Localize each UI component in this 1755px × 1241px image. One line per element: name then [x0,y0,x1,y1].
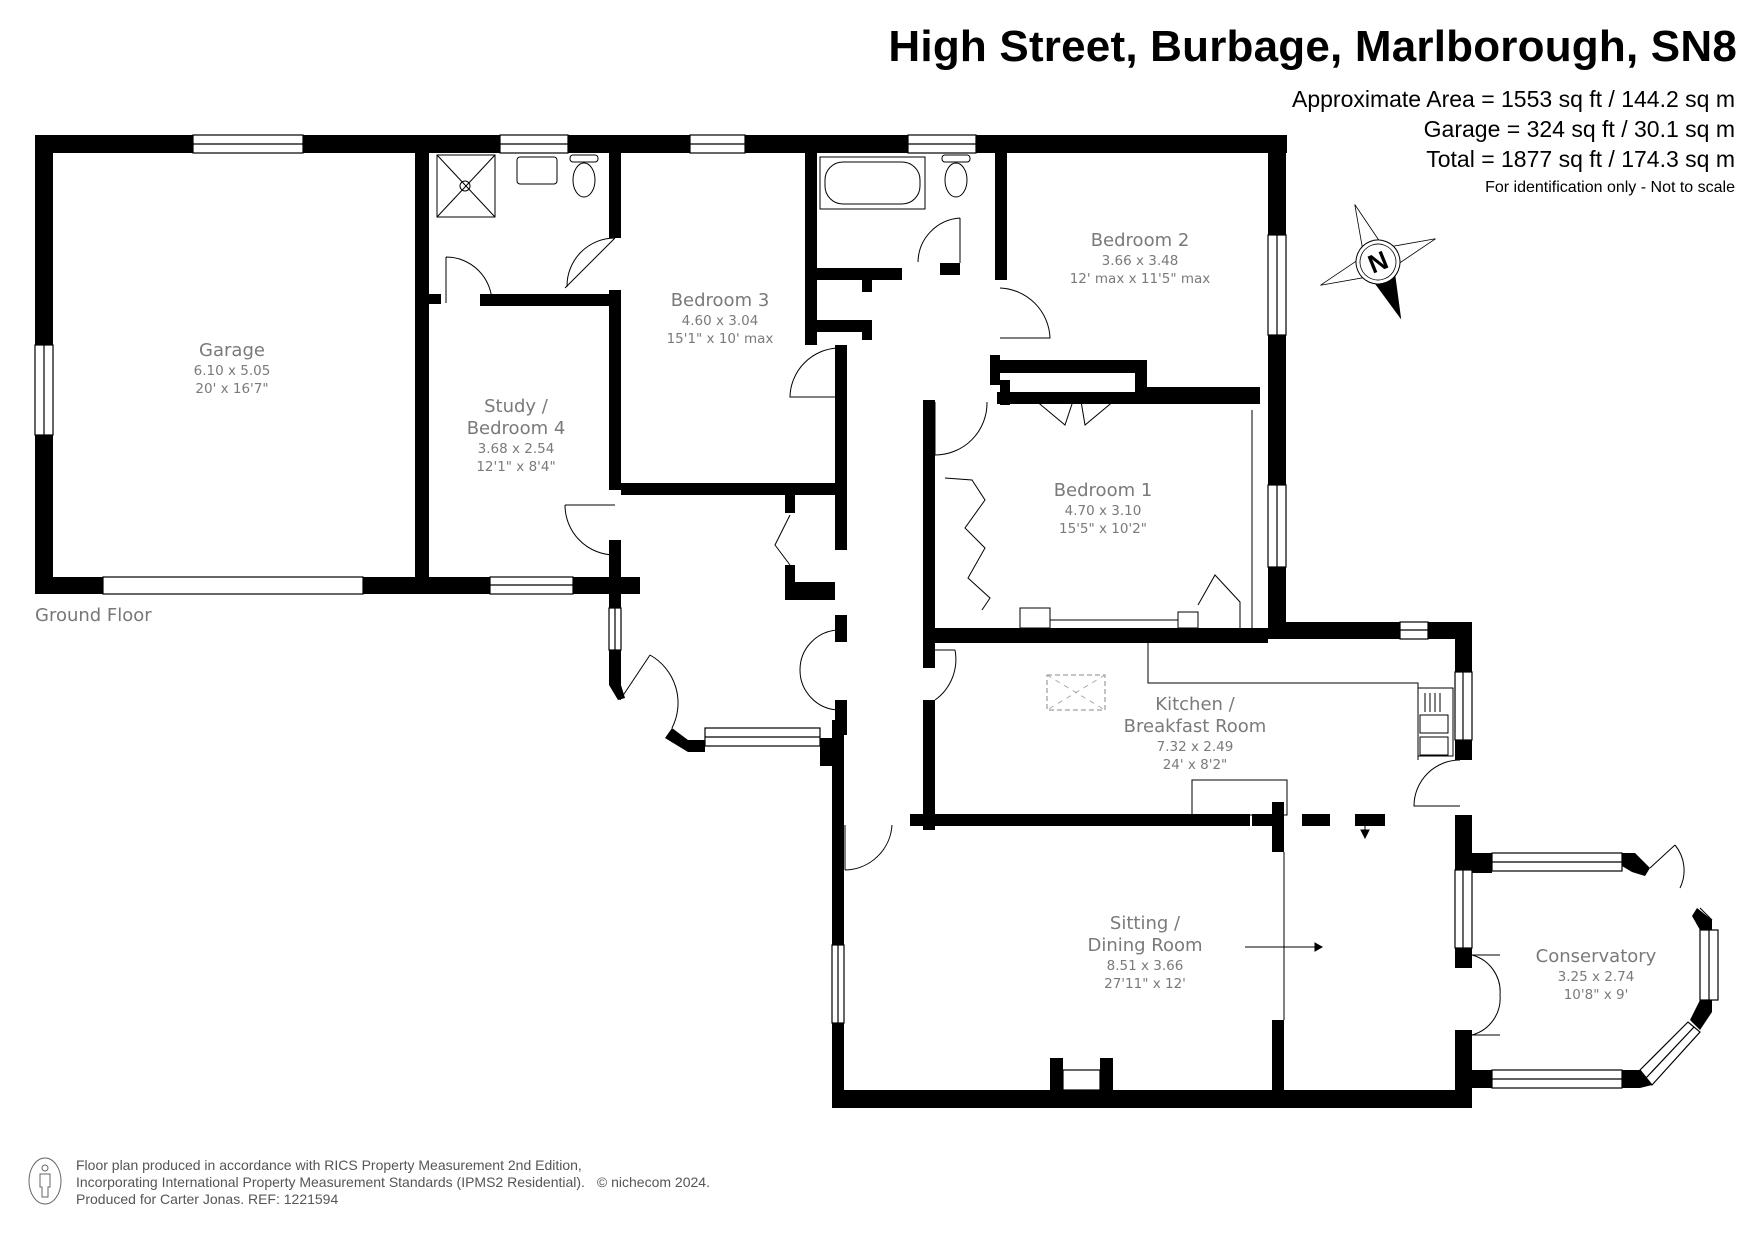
copyright: © nichecom 2024. [596,1174,710,1190]
footer-line2: Incorporating International Property Mea… [76,1174,585,1190]
room-metric: 3.66 x 3.48 [1101,253,1179,269]
windows [34,134,1719,1091]
room-imperial: 15'1" x 10' max [666,331,774,347]
room-study-bedroom-4: Study / Bedroom 4 3.68 x 2.54 12'1" x 8'… [467,396,566,476]
room-name-line2: Breakfast Room [1123,716,1267,737]
room-bedroom-1: Bedroom 1 4.70 x 3.10 15'5" x 10'2" [1054,480,1153,538]
room-metric: 6.10 x 5.05 [193,363,271,379]
room-imperial: 10'8" x 9' [1563,987,1629,1003]
room-metric: 4.60 x 3.04 [681,313,759,329]
room-metric: 3.25 x 2.74 [1557,969,1635,985]
room-metric: 3.68 x 2.54 [477,441,555,457]
room-bedroom-3: Bedroom 3 4.60 x 3.04 15'1" x 10' max [667,290,774,348]
approximate-area: Approximate Area = 1553 sq ft / 144.2 sq… [1291,86,1735,112]
garage-area: Garage = 324 sq ft / 30.1 sq m [1423,116,1735,142]
walls [35,135,1712,1108]
footer-line3: Produced for Carter Jonas. REF: 1221594 [76,1191,339,1207]
room-imperial: 24' x 8'2" [1162,757,1228,773]
footer-line1: Floor plan produced in accordance with R… [76,1157,582,1173]
doors [445,217,1713,1036]
room-name-line1: Sitting / [1109,913,1181,934]
footer-text: Floor plan produced in accordance with R… [76,1157,710,1208]
room-name-line1: Study / [484,396,548,417]
floor-label: Ground Floor [35,605,152,626]
fixtures [436,154,1454,1020]
room-name: Garage [199,340,265,361]
room-name-line2: Dining Room [1087,935,1203,956]
room-imperial: 12'1" x 8'4" [476,459,556,475]
room-metric: 8.51 x 3.66 [1106,958,1184,974]
room-kitchen-breakfast: Kitchen / Breakfast Room 7.32 x 2.49 24'… [1124,694,1267,774]
footer: Floor plan produced in accordance with R… [28,1157,710,1208]
room-imperial: 27'11" x 12' [1104,976,1186,992]
room-name: Bedroom 2 [1090,230,1190,251]
room-garage: Garage 6.10 x 5.05 20' x 16'7" [194,340,271,398]
room-name: Bedroom 3 [670,290,770,311]
north-compass-icon: N [1320,204,1436,320]
room-name: Bedroom 1 [1053,480,1153,501]
room-name-line2: Bedroom 4 [466,418,566,439]
property-title: High Street, Burbage, Marlborough, SN8 [888,22,1737,71]
room-bedroom-2: Bedroom 2 3.66 x 3.48 12' max x 11'5" ma… [1070,230,1211,288]
room-metric: 7.32 x 2.49 [1156,739,1234,755]
room-imperial: 20' x 16'7" [195,381,269,397]
person-icon [28,1157,62,1205]
room-name: Conservatory [1535,946,1657,967]
disclaimer: For identification only - Not to scale [1485,179,1735,196]
room-name-line1: Kitchen / [1155,694,1235,715]
room-metric: 4.70 x 3.10 [1064,503,1142,519]
room-imperial: 15'5" x 10'2" [1059,521,1147,537]
room-sitting-dining: Sitting / Dining Room 8.51 x 3.66 27'11"… [1087,913,1202,993]
area-summary: Approximate Area = 1553 sq ft / 144.2 sq… [1292,84,1735,202]
total-area: Total = 1877 sq ft / 174.3 sq m [1426,146,1735,172]
room-imperial: 12' max x 11'5" max [1069,271,1211,287]
room-conservatory: Conservatory 3.25 x 2.74 10'8" x 9' [1536,946,1657,1004]
